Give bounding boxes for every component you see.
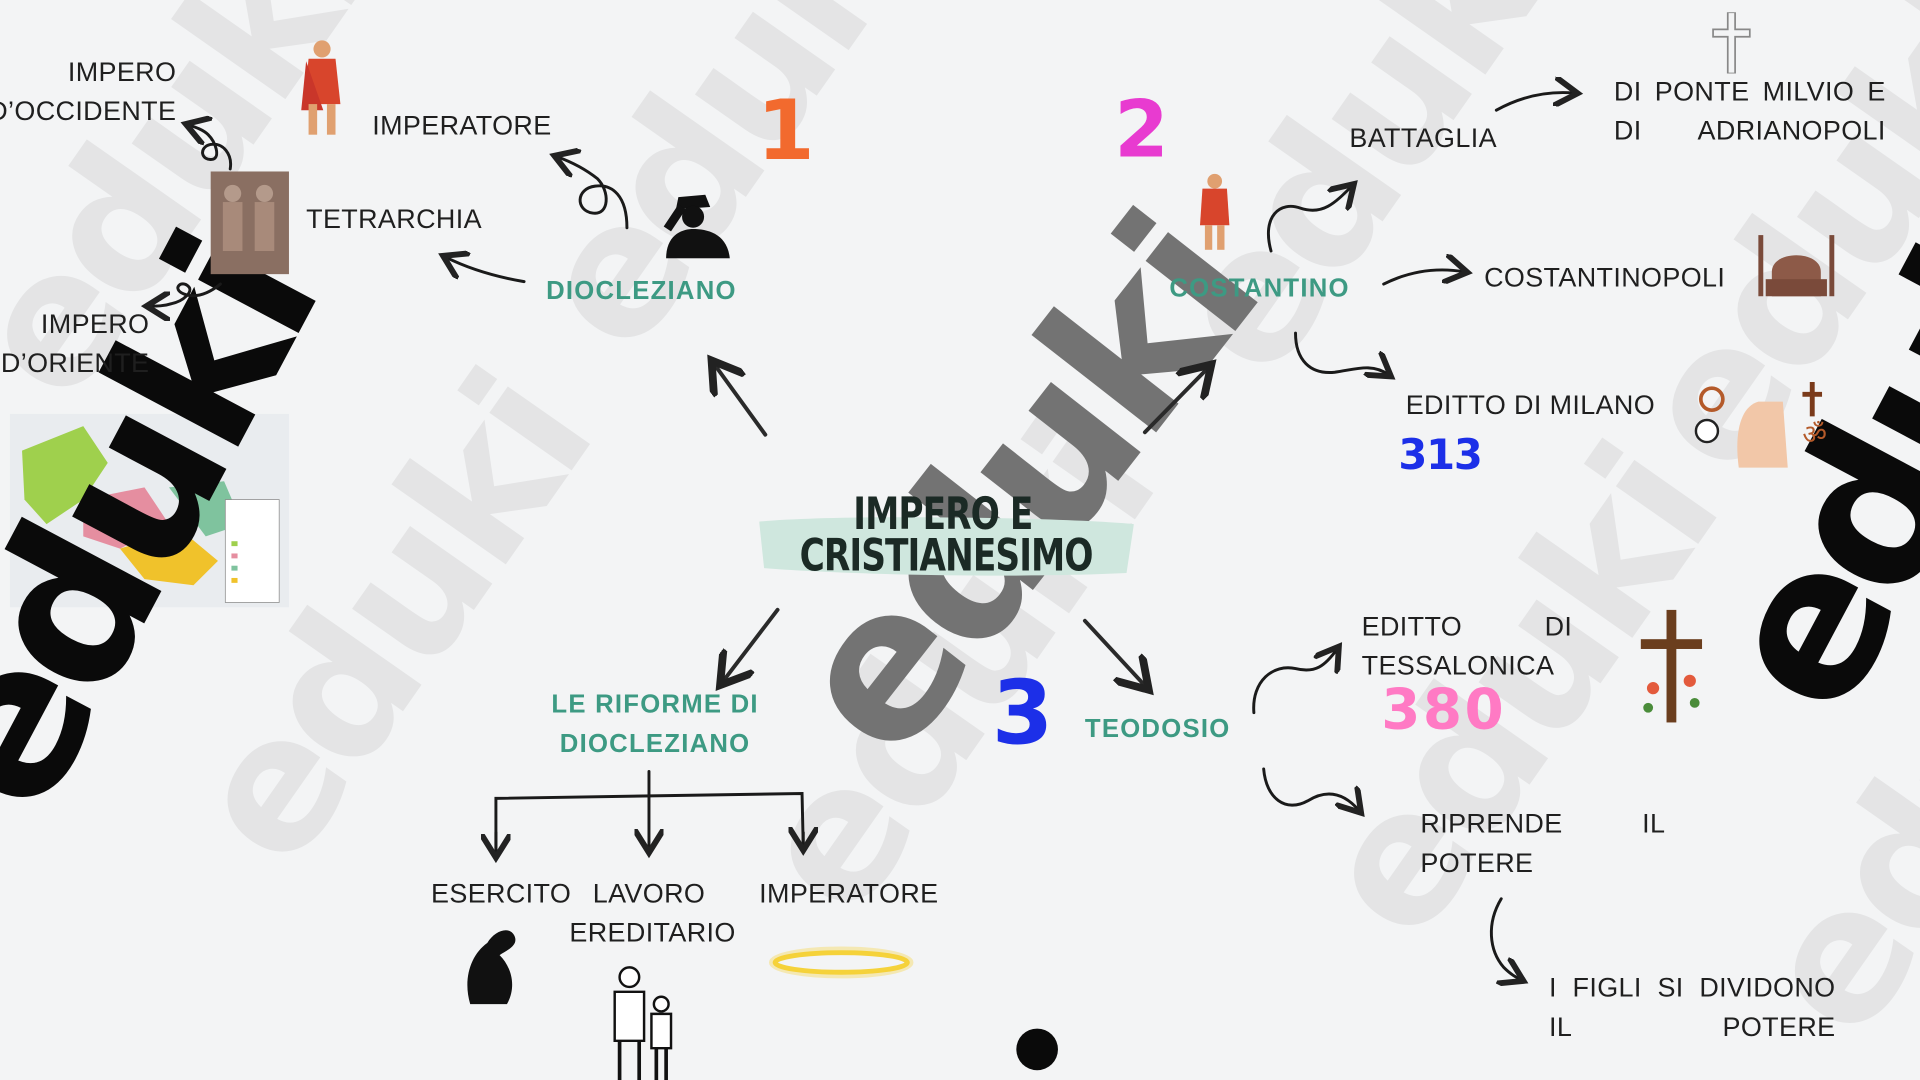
imperatore-text: IMPERATORE bbox=[372, 110, 552, 141]
riforme-label: LE RIFORME DI DIOCLEZIANO bbox=[551, 690, 759, 758]
elder-child-icon bbox=[613, 966, 673, 1080]
riforme-node: LE RIFORME DI DIOCLEZIANO bbox=[514, 686, 796, 764]
soldier-salute-icon bbox=[663, 194, 730, 259]
costantinopoli-text: COSTANTINOPOLI bbox=[1484, 262, 1726, 293]
mosque-icon bbox=[1758, 235, 1835, 297]
riforme-item-imperatore: IMPERATORE bbox=[759, 877, 939, 909]
costantino-node: COSTANTINO bbox=[1169, 274, 1350, 303]
number-two: 2 bbox=[1114, 85, 1169, 177]
year-313: 313 bbox=[1398, 431, 1482, 481]
figli-text: I FIGLI SI DIVIDONO IL POTERE bbox=[1548, 972, 1836, 1043]
battaglia-detail-text: DI PONTE MILVIO E DI ADRIANOPOLI bbox=[1613, 75, 1886, 146]
emperor-small-icon bbox=[1200, 173, 1230, 250]
battaglia-text: BATTAGLIA bbox=[1349, 122, 1497, 154]
riforme-item-lavoro: LAVORO EREDITARIO bbox=[569, 877, 736, 948]
tetrarchia-text: TETRARCHIA bbox=[306, 203, 482, 234]
impero-occidente-text: IMPERO D’OCCIDENTE bbox=[0, 56, 177, 127]
emperor-figure-icon bbox=[301, 40, 341, 135]
flowered-cross-icon bbox=[1640, 609, 1703, 723]
editto-tessalonica-text: EDITTO DI TESSALONICA bbox=[1361, 611, 1573, 681]
halo-icon bbox=[768, 946, 914, 979]
impero-oriente-text: IMPERO D’ORIENTE bbox=[0, 308, 150, 379]
svg-text:ॐ: ॐ bbox=[1802, 419, 1827, 450]
title-brush bbox=[759, 517, 1134, 576]
muscle-arm-icon bbox=[467, 930, 516, 1005]
riforme-item-esercito: ESERCITO bbox=[431, 877, 572, 909]
religions-hand-icon: ॐ bbox=[1694, 382, 1827, 468]
cross-outline-icon bbox=[1712, 12, 1751, 74]
teodosio-node: TEODOSIO bbox=[1084, 715, 1231, 744]
number-one: 1 bbox=[756, 83, 815, 181]
editto-milano-text: EDITTO DI MILANO bbox=[1405, 389, 1656, 421]
tetrarchs-statue-image bbox=[210, 171, 289, 275]
riprende-text: RIPRENDE IL POTERE bbox=[1420, 808, 1666, 878]
number-three: 3 bbox=[991, 661, 1054, 765]
year-380: 380 bbox=[1381, 675, 1507, 743]
title-text: IMPERO E CRISTIANESIMO bbox=[799, 489, 1094, 582]
map-title: IMPERO E CRISTIANESIMO bbox=[799, 489, 1094, 582]
dot bbox=[1016, 1028, 1058, 1071]
diocleziano-node: DIOCLEZIANO bbox=[546, 276, 737, 305]
roman-empire-map bbox=[9, 413, 289, 608]
